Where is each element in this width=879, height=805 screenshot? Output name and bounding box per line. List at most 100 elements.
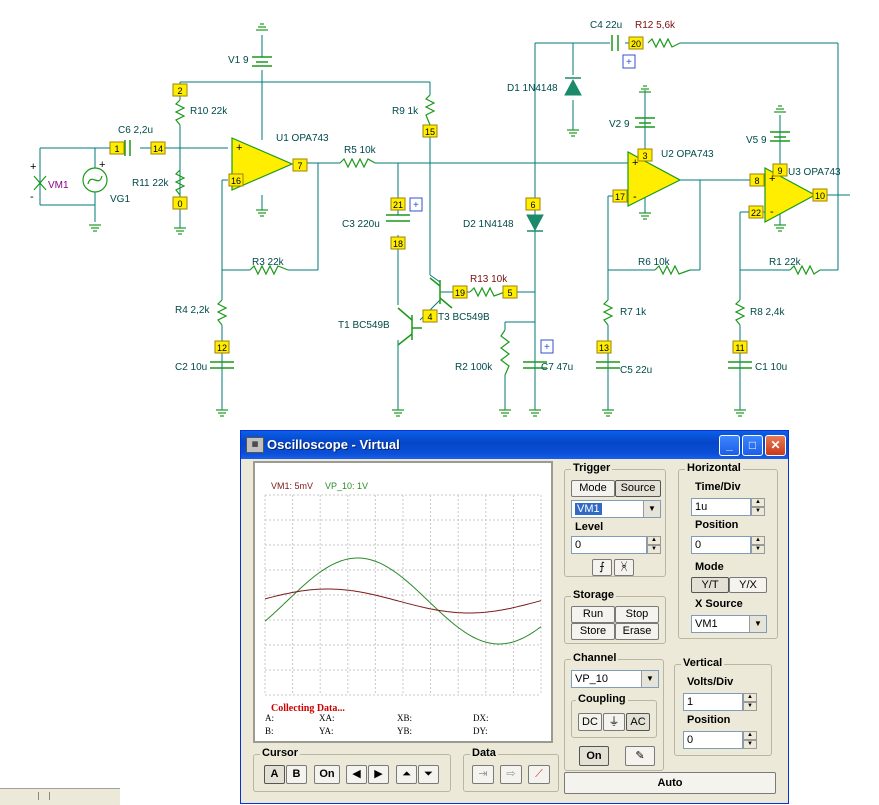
rising-edge-icon[interactable]: ⨍ bbox=[592, 559, 612, 576]
trigger-level-input[interactable]: 0 bbox=[571, 536, 647, 554]
window-title: Oscilloscope - Virtual bbox=[267, 437, 400, 452]
maximize-button[interactable]: □ bbox=[742, 435, 763, 456]
mode-yt-button[interactable]: Y/T bbox=[691, 577, 729, 593]
scope-screen-frame: VM1: 5mV VP_10: 1V Collecting Data... A:… bbox=[253, 461, 553, 743]
svg-text:-: - bbox=[770, 206, 774, 218]
trigger-level-spinner[interactable]: ▲▼ bbox=[647, 536, 661, 554]
trigger-source-button[interactable]: Source bbox=[615, 480, 661, 497]
label-r10: R10 22k bbox=[190, 106, 228, 117]
cursor-b-button[interactable]: B bbox=[286, 765, 307, 784]
opamps bbox=[231, 137, 817, 224]
cursor-left-icon[interactable]: ◀ bbox=[346, 765, 367, 784]
label-r1: R1 22k bbox=[769, 257, 802, 268]
scope-screen[interactable]: VM1: 5mV VP_10: 1V Collecting Data... bbox=[255, 463, 551, 741]
label-c4: C4 22u bbox=[590, 20, 622, 31]
run-button[interactable]: Run bbox=[571, 606, 615, 623]
oscilloscope-window[interactable]: ▦ Oscilloscope - Virtual _ □ ✕ VM1: 5mV … bbox=[240, 430, 789, 804]
node-18 bbox=[390, 236, 406, 250]
node-label-12: 12 bbox=[217, 343, 227, 353]
cursor-down-icon[interactable]: ⏷ bbox=[418, 765, 439, 784]
label-r2: R2 100k bbox=[455, 362, 493, 373]
status-text: Collecting Data... bbox=[271, 703, 345, 714]
mode-yx-button[interactable]: Y/X bbox=[729, 577, 767, 593]
channel-select[interactable]: VP_10 ▼ bbox=[571, 670, 659, 688]
node-20 bbox=[628, 36, 644, 50]
label-r6: R6 10k bbox=[638, 257, 671, 268]
data-export-icon[interactable]: ⇨ bbox=[500, 765, 522, 784]
node-label-8: 8 bbox=[754, 176, 759, 186]
grounds bbox=[88, 23, 787, 417]
node-label-1: 1 bbox=[114, 144, 119, 154]
transistors bbox=[397, 277, 453, 346]
label-c2: C2 10u bbox=[175, 362, 207, 373]
node-17 bbox=[612, 189, 628, 203]
cursor-right-icon[interactable]: ▶ bbox=[368, 765, 389, 784]
time-div-input[interactable]: 1u bbox=[691, 498, 751, 516]
component-labels: V1 9 R10 22k C6 2,2u R11 22k VM1 VG1 U1 … bbox=[48, 20, 841, 376]
trigger-level-label: Level bbox=[575, 521, 604, 533]
time-div-spinner[interactable]: ▲▼ bbox=[751, 498, 765, 516]
channel-color-pen-icon[interactable]: ✎ bbox=[625, 746, 655, 766]
vertical-position-spinner[interactable]: ▲▼ bbox=[743, 731, 757, 749]
chevron-down-icon[interactable]: ▼ bbox=[643, 501, 660, 517]
oscilloscope-titlebar[interactable]: ▦ Oscilloscope - Virtual _ □ ✕ bbox=[241, 431, 788, 459]
vertical-group: Vertical Volts/Div 1 ▲▼ Position 0 ▲▼ bbox=[674, 657, 772, 756]
label-r4: R4 2,2k bbox=[175, 305, 210, 316]
coupling-ground-icon[interactable]: ⏚ bbox=[603, 713, 625, 731]
horizontal-title: Horizontal bbox=[685, 462, 743, 474]
cursor-a-button[interactable]: A bbox=[264, 765, 285, 784]
cursor-up-icon[interactable]: ⏶ bbox=[396, 765, 417, 784]
horizontal-position-spinner[interactable]: ▲▼ bbox=[751, 536, 765, 554]
channel-group: Channel VP_10 ▼ Coupling DC ⏚ AC On ✎ bbox=[564, 652, 664, 771]
coupling-dc-button[interactable]: DC bbox=[578, 713, 602, 731]
close-button[interactable]: ✕ bbox=[765, 435, 786, 456]
label-r8: R8 2,4k bbox=[750, 307, 785, 318]
node-label-11: 11 bbox=[735, 343, 744, 353]
chevron-down-icon[interactable]: ▼ bbox=[641, 671, 658, 687]
horizontal-position-input[interactable]: 0 bbox=[691, 536, 751, 554]
node-19 bbox=[452, 285, 468, 299]
node-21 bbox=[390, 197, 406, 211]
trigger-mode-button[interactable]: Mode bbox=[571, 480, 615, 497]
trigger-source-select[interactable]: VM1 ▼ bbox=[571, 500, 661, 518]
readout-a: A: bbox=[265, 713, 274, 723]
label-c5: C5 22u bbox=[620, 365, 652, 376]
data-group: Data ⇥ ⇨ ⟋ bbox=[463, 747, 559, 792]
horizontal-position-label: Position bbox=[695, 519, 739, 531]
node-label-5: 5 bbox=[507, 288, 512, 298]
channel-on-button[interactable]: On bbox=[579, 746, 609, 766]
vertical-position-input[interactable]: 0 bbox=[683, 731, 743, 749]
stop-button[interactable]: Stop bbox=[615, 606, 659, 623]
svg-text:+: + bbox=[413, 200, 419, 211]
chevron-down-icon[interactable]: ▼ bbox=[749, 616, 766, 632]
data-chart-icon[interactable]: ⟋ bbox=[528, 765, 550, 784]
node-1 bbox=[109, 141, 125, 155]
volts-div-spinner[interactable]: ▲▼ bbox=[743, 693, 757, 711]
auto-button[interactable]: Auto bbox=[564, 772, 776, 794]
label-v5: V5 9 bbox=[746, 135, 767, 146]
label-d1: D1 1N4148 bbox=[507, 83, 558, 94]
node-label-19: 19 bbox=[455, 288, 465, 298]
coupling-title: Coupling bbox=[576, 693, 628, 705]
x-source-select[interactable]: VM1 ▼ bbox=[691, 615, 767, 633]
trace-vp10 bbox=[264, 557, 542, 645]
svg-text:+: + bbox=[544, 342, 550, 353]
erase-button[interactable]: Erase bbox=[615, 623, 659, 640]
node-label-17: 17 bbox=[615, 192, 625, 202]
store-button[interactable]: Store bbox=[571, 623, 615, 640]
falling-edge-icon[interactable]: ᚸ bbox=[614, 559, 634, 576]
schematic-canvas[interactable]: + - + - + - + + - + + + bbox=[0, 0, 879, 430]
label-vg1: VG1 bbox=[110, 194, 130, 205]
node-3 bbox=[637, 148, 653, 162]
node-13 bbox=[596, 340, 612, 354]
data-import-icon[interactable]: ⇥ bbox=[472, 765, 494, 784]
trigger-title: Trigger bbox=[571, 462, 613, 474]
node-label-22: 22 bbox=[751, 208, 761, 218]
coupling-ac-button[interactable]: AC bbox=[626, 713, 650, 731]
label-t3: T3 BC549B bbox=[438, 312, 490, 323]
readout-xb: XB: bbox=[397, 713, 413, 723]
cursor-on-button[interactable]: On bbox=[314, 765, 340, 784]
minimize-button[interactable]: _ bbox=[719, 435, 740, 456]
volts-div-input[interactable]: 1 bbox=[683, 693, 743, 711]
